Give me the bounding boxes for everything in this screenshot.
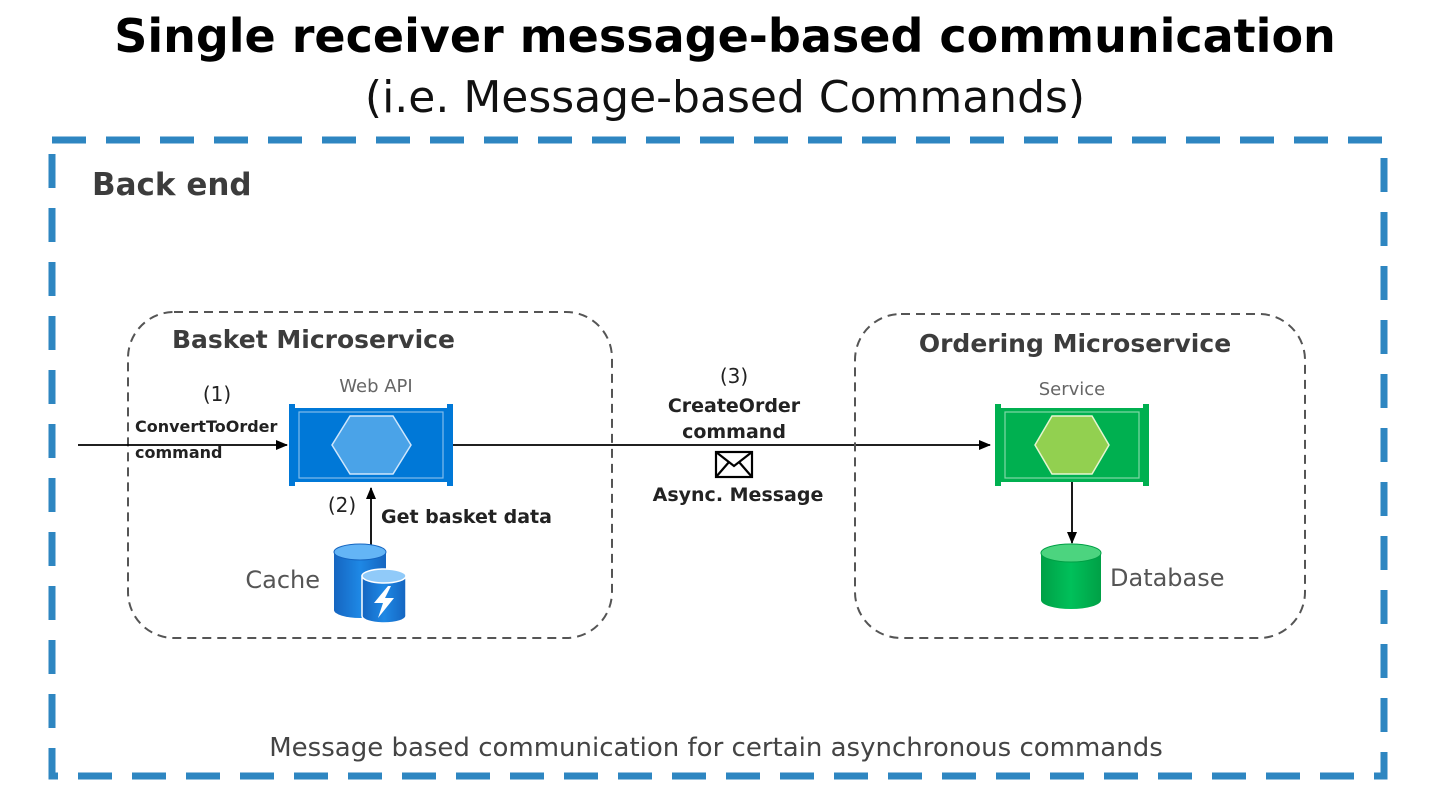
backend-label: Back end	[92, 167, 252, 203]
basket-microservice-boundary	[127, 311, 613, 639]
web-api-label: Web API	[339, 376, 412, 397]
database-icon	[1040, 543, 1102, 609]
basket-microservice-title: Basket Microservice	[172, 325, 455, 354]
page-subtitle: (i.e. Message-based Commands)	[365, 72, 1085, 123]
convert-to-order-command-label: command	[135, 443, 222, 462]
step-3-label: (3)	[720, 364, 748, 388]
convert-to-order-label: ConvertToOrder	[135, 417, 278, 436]
create-order-command-label: command	[682, 421, 786, 443]
step-2-label: (2)	[328, 493, 356, 517]
async-message-label: Async. Message	[653, 484, 824, 506]
envelope-icon	[714, 450, 754, 479]
get-basket-data-label: Get basket data	[381, 506, 552, 528]
backend-boundary	[48, 136, 1388, 780]
service-block	[995, 404, 1149, 486]
ordering-microservice-boundary	[854, 313, 1306, 639]
create-order-label: CreateOrder	[668, 395, 801, 417]
ordering-microservice-title: Ordering Microservice	[919, 329, 1231, 358]
service-label: Service	[1039, 379, 1106, 400]
page-title: Single receiver message-based communicat…	[114, 9, 1336, 63]
cache-label: Cache	[245, 566, 320, 594]
step-1-label: (1)	[203, 382, 231, 406]
web-api-hexagon-icon	[331, 415, 412, 475]
web-api-block	[289, 404, 453, 486]
backend-footer: Message based communication for certain …	[269, 733, 1163, 763]
database-label: Database	[1110, 564, 1225, 592]
service-hexagon-icon	[1034, 415, 1110, 475]
cache-icon	[333, 543, 407, 624]
